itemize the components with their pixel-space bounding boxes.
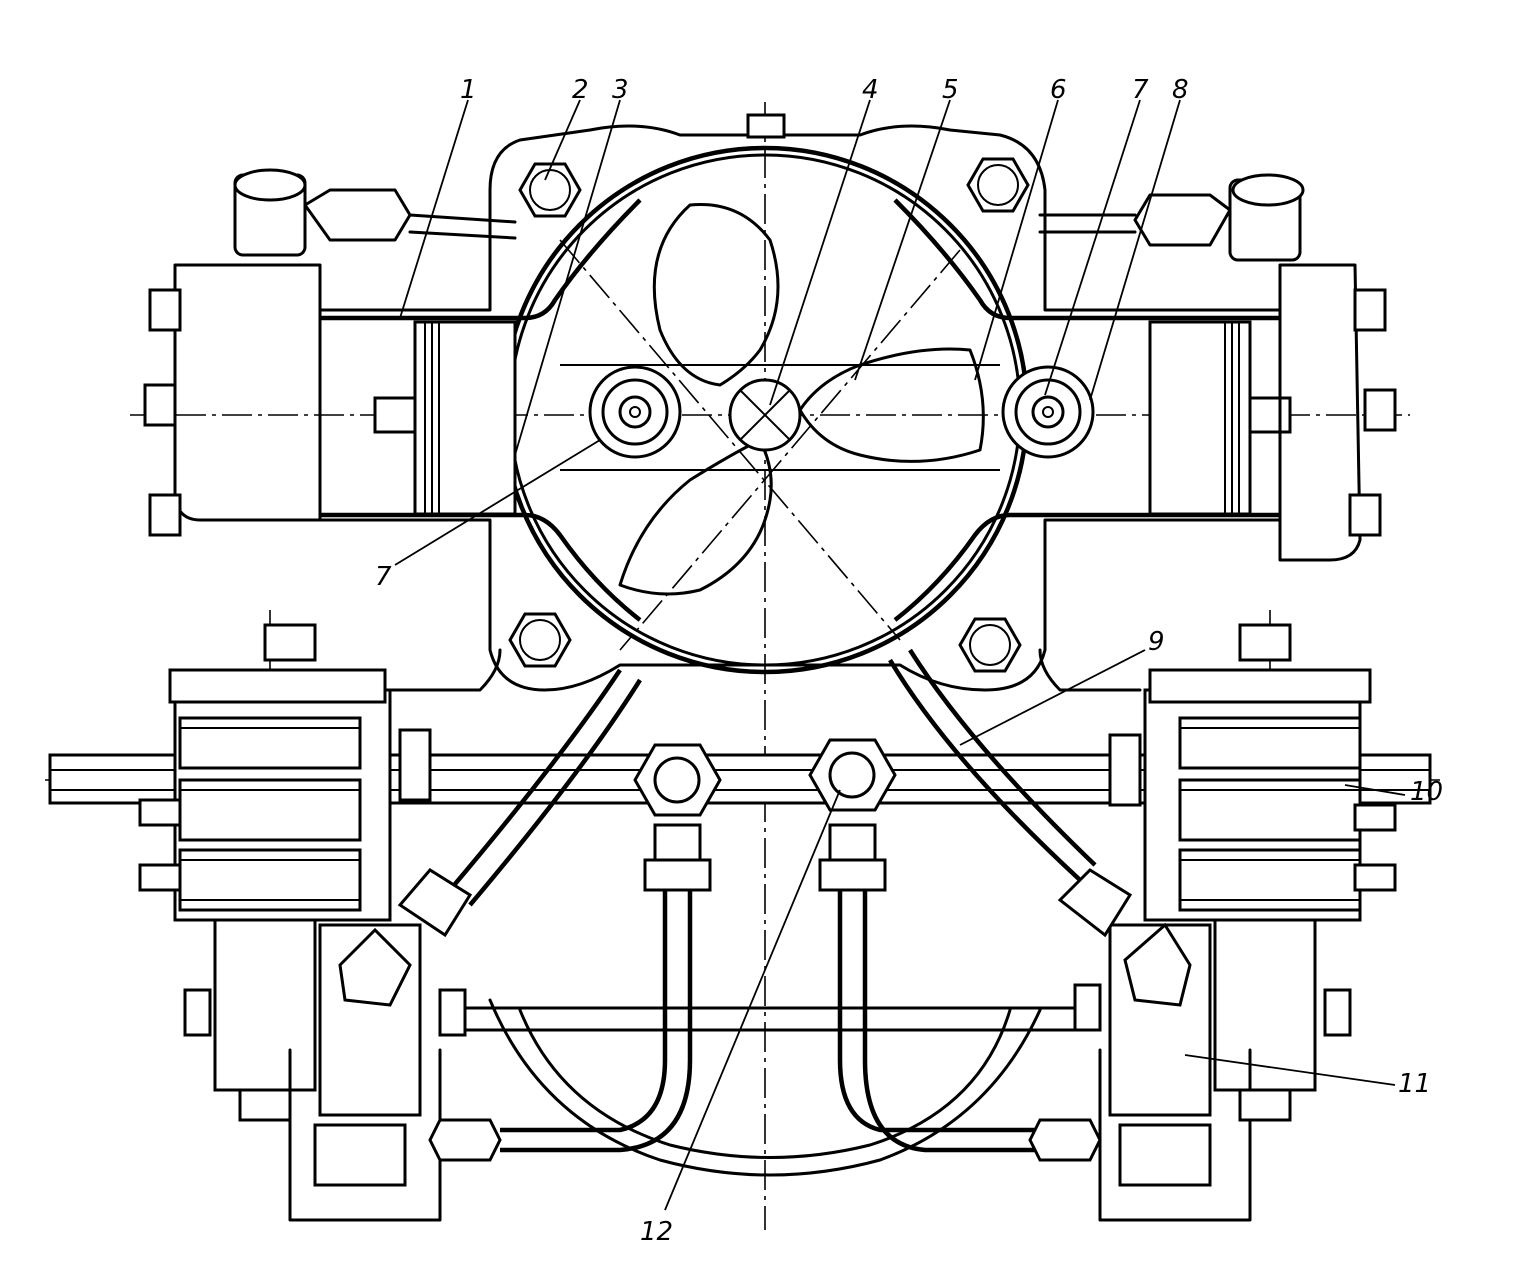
coil-windings-right: [1178, 716, 1362, 912]
piston-right: [1148, 320, 1292, 516]
bearing-right: [1001, 365, 1095, 459]
callout-3: 3: [612, 75, 629, 105]
callout-11: 11: [1398, 1069, 1431, 1099]
fitting-right-angle: [1057, 868, 1192, 1007]
fitting-left-shaft: [633, 743, 722, 892]
leader-lines: [394, 99, 1406, 1211]
bolt-top-right: [966, 157, 1030, 213]
callout-1: 1: [460, 75, 477, 105]
coil-windings-left: [178, 716, 362, 912]
fitting-lower-left: [428, 1118, 502, 1162]
callout-7-lower: 7: [375, 562, 392, 592]
callout-10: 10: [1410, 777, 1443, 807]
callout-9: 9: [1148, 627, 1165, 657]
fitting-right-shaft: [808, 738, 897, 892]
end-cap-right: [1038, 173, 1397, 562]
bolt-top-left: [518, 162, 582, 218]
pipes: [448, 648, 1097, 1153]
piston-left: [373, 320, 517, 516]
bolt-bottom-right: [958, 617, 1022, 673]
callout-4: 4: [862, 75, 879, 105]
fitting-lower-right: [1028, 1118, 1102, 1162]
callout-labels: 1 2 3 4 5 6 7 8 7 9 10 11 12: [375, 75, 1443, 1247]
callout-7-upper: 7: [1132, 75, 1149, 105]
coil-assembly-right: [1073, 623, 1397, 1222]
callout-8: 8: [1172, 75, 1189, 105]
callout-5: 5: [942, 75, 959, 105]
fitting-left-angle: [338, 868, 473, 1007]
bearing-left: [588, 365, 682, 459]
end-cap-left: [143, 168, 517, 537]
housing: [318, 124, 1282, 692]
lower-frame: [388, 648, 1142, 1177]
callout-6: 6: [1050, 75, 1067, 105]
pipe-fittings: [338, 738, 1192, 1162]
rotor-vane: [560, 202, 1000, 596]
callout-2: 2: [572, 75, 589, 105]
callout-12: 12: [640, 1217, 673, 1247]
coil-assembly-left: [138, 623, 467, 1222]
bolt-bottom-left: [508, 612, 572, 668]
housing-bolts: [508, 113, 1030, 673]
